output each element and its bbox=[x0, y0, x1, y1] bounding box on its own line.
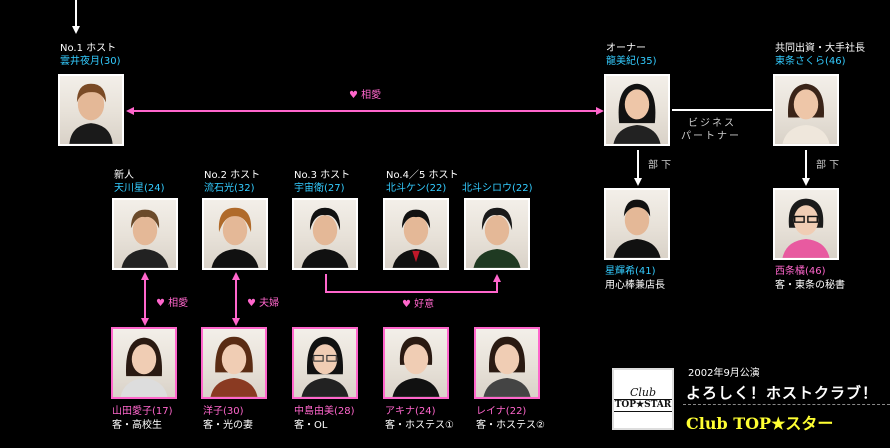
no45-name-b: 北斗シロウ(22) bbox=[462, 183, 533, 194]
guest-desc-5: 客・ホステス② bbox=[476, 420, 545, 431]
portrait-female-icon bbox=[483, 336, 531, 397]
portrait-female-icon bbox=[392, 336, 440, 397]
guest-desc-3: 客・OL bbox=[294, 420, 328, 431]
business-label-1: ビジネス bbox=[688, 118, 736, 129]
sub1-photo bbox=[604, 188, 670, 260]
buka-label-1: 部 下 bbox=[648, 160, 672, 171]
promo-date: 2002年9月公演 bbox=[688, 368, 760, 379]
sub1-name: 星輝希(41) bbox=[605, 266, 656, 277]
business-label-2: パートナー bbox=[681, 131, 741, 142]
kouii-line bbox=[325, 274, 501, 293]
guest-photo-2 bbox=[201, 327, 267, 399]
no5-photo bbox=[464, 198, 530, 270]
buka-label-2: 部 下 bbox=[816, 160, 840, 171]
no2-name: 流石光(32) bbox=[204, 183, 255, 194]
portrait-male-icon bbox=[473, 207, 521, 268]
sub2-photo bbox=[773, 188, 839, 260]
aiai-left-label: ♥ 相愛 bbox=[156, 298, 189, 309]
guest-name-3: 中島由美(28) bbox=[294, 406, 355, 417]
no1-name: 雲井夜月(30) bbox=[60, 56, 121, 67]
portrait-female-glasses-icon bbox=[301, 336, 349, 397]
portrait-female-icon bbox=[210, 336, 258, 397]
no4-photo bbox=[383, 198, 449, 270]
partner-name: 東条さくら(46) bbox=[775, 56, 846, 67]
portrait-female-glasses-icon bbox=[782, 198, 830, 258]
portrait-male-icon bbox=[392, 209, 440, 268]
no1-role: No.1 ホスト bbox=[60, 43, 117, 54]
guest-photo-1 bbox=[111, 327, 177, 399]
logo-club-text: Club bbox=[629, 385, 657, 399]
shinjin-role: 新人 bbox=[114, 170, 134, 181]
guest-name-4: アキナ(24) bbox=[385, 406, 436, 417]
owner-role: オーナー bbox=[606, 43, 646, 54]
guest-photo-4 bbox=[383, 327, 449, 399]
fufu-label: ♥ 夫婦 bbox=[247, 298, 280, 309]
no2-photo bbox=[202, 198, 268, 270]
portrait-female-icon bbox=[613, 83, 661, 144]
portrait-female-icon bbox=[782, 83, 830, 144]
partner-role: 共同出資・大手社長 bbox=[775, 43, 865, 54]
aiai-top-label: ♥ 相愛 bbox=[349, 90, 382, 101]
promo-subtitle: Club TOP★スター bbox=[686, 414, 834, 433]
sub1-desc: 用心棒兼店長 bbox=[605, 280, 665, 291]
sub2-desc: 客・東条の秘書 bbox=[775, 280, 845, 291]
portrait-male-icon bbox=[301, 207, 349, 268]
sub2-name: 西条橘(46) bbox=[775, 266, 826, 277]
guest-name-5: レイナ(22) bbox=[476, 406, 527, 417]
no2-role: No.2 ホスト bbox=[204, 170, 261, 181]
portrait-male-icon bbox=[613, 199, 661, 258]
portrait-male-icon bbox=[211, 207, 259, 268]
logo-top-text: TOP★STAR bbox=[613, 398, 673, 412]
no1-photo bbox=[58, 74, 124, 146]
owner-photo bbox=[604, 74, 670, 146]
portrait-female-icon bbox=[120, 337, 168, 397]
guest-name-1: 山田愛子(17) bbox=[112, 406, 173, 417]
guest-desc-1: 客・高校生 bbox=[112, 420, 162, 431]
guest-photo-5 bbox=[474, 327, 540, 399]
guest-desc-4: 客・ホステス① bbox=[385, 420, 454, 431]
club-logo: Club TOP★STAR bbox=[612, 368, 674, 430]
portrait-male-icon bbox=[121, 209, 169, 268]
promo-divider bbox=[683, 404, 890, 405]
no45-name-a: 北斗ケン(22) bbox=[386, 183, 447, 194]
owner-name: 龍美紀(35) bbox=[606, 56, 657, 67]
portrait-male-icon bbox=[69, 83, 113, 144]
no3-name: 宇宙衛(27) bbox=[294, 183, 345, 194]
no45-role: No.4／5 ホスト bbox=[386, 170, 459, 181]
guest-desc-2: 客・光の妻 bbox=[203, 420, 253, 431]
shinjin-photo bbox=[112, 198, 178, 270]
partner-photo bbox=[773, 74, 839, 146]
guest-photo-3 bbox=[292, 327, 358, 399]
shinjin-name: 天川星(24) bbox=[114, 183, 165, 194]
guest-name-2: 洋子(30) bbox=[203, 406, 244, 417]
kouii-label: ♥ 好意 bbox=[402, 299, 435, 310]
no3-photo bbox=[292, 198, 358, 270]
no3-role: No.3 ホスト bbox=[294, 170, 351, 181]
promo-title: よろしく！ホストクラブ！ bbox=[686, 384, 879, 402]
